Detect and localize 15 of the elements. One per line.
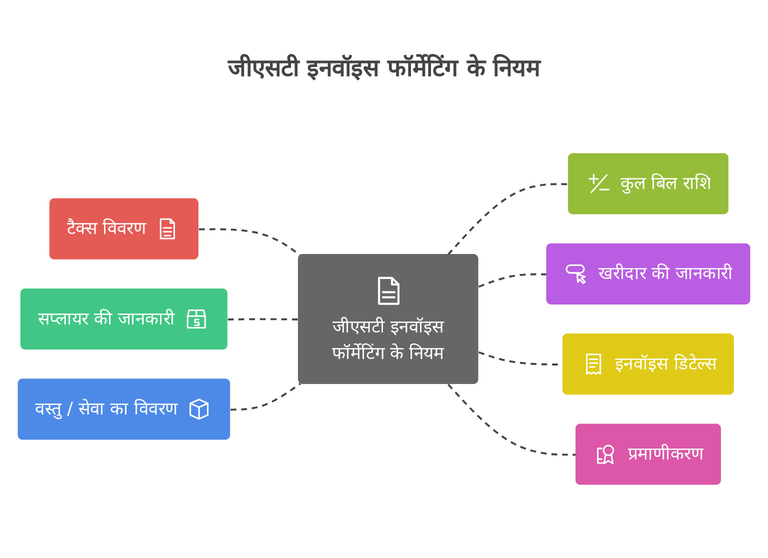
connector xyxy=(478,273,547,288)
node-box: कुल बिल राशि xyxy=(568,153,728,214)
node-box: इनवॉइस डिटेल्स xyxy=(562,334,734,395)
connector xyxy=(230,382,301,411)
diagram-title: जीएसटी इनवॉइस फॉर्मेटिंग के नियम xyxy=(228,53,540,83)
node-box: प्रमाणीकरण xyxy=(575,424,721,485)
connector xyxy=(198,228,302,256)
node-box: टैक्स विवरण xyxy=(49,198,198,260)
connector xyxy=(448,384,576,456)
connector xyxy=(228,318,298,320)
node-box: खरीदार की जानकारी xyxy=(546,243,750,304)
node-box: वस्तु / सेवा का विवरण xyxy=(18,378,230,440)
node-box: सप्लायर की जानकारी xyxy=(20,288,228,350)
connector xyxy=(448,183,568,256)
node-box: जीएसटी इनवॉइस फॉर्मेटिंग के नियम xyxy=(298,254,478,384)
